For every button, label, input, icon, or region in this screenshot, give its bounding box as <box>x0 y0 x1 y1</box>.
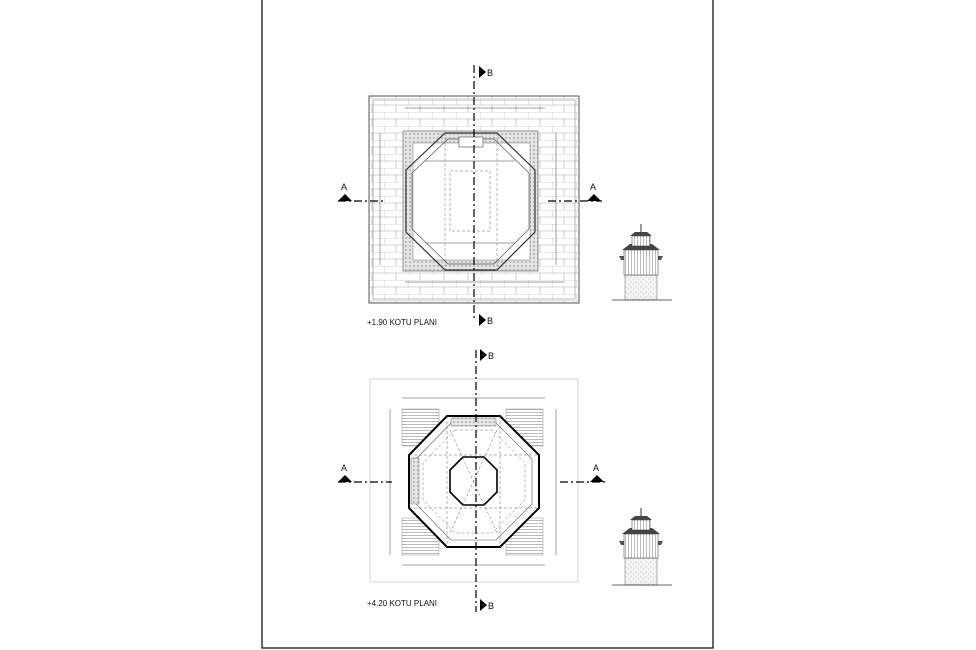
section-marker-a-right-2: A <box>590 463 604 482</box>
svg-text:B: B <box>488 351 494 361</box>
section-marker-a-left: A <box>338 182 352 201</box>
svg-text:A: A <box>590 182 596 192</box>
octagon-outer <box>408 415 540 548</box>
plan-title-2: +4.20 KOTU PLANI <box>367 599 437 608</box>
svg-text:B: B <box>487 316 493 326</box>
section-marker-b-top-2: B <box>480 349 494 361</box>
section-marker-a-left-2: A <box>338 463 352 482</box>
svg-text:A: A <box>593 463 599 473</box>
elevation-thumbnail-1 <box>612 224 672 301</box>
svg-text:B: B <box>487 68 493 78</box>
svg-text:B: B <box>488 601 494 611</box>
svg-text:A: A <box>341 182 347 192</box>
elevation-thumbnail-2 <box>612 508 672 586</box>
plan-title-1: +1.90 KOTU PLANI <box>367 318 437 327</box>
sheet-border <box>261 0 714 649</box>
section-marker-b-bottom-2: B <box>480 599 494 611</box>
svg-text:A: A <box>341 463 347 473</box>
section-marker-b-top: B <box>479 66 493 78</box>
section-marker-a-right: A <box>587 182 601 201</box>
plan-4-20 <box>369 378 579 583</box>
section-marker-b-bottom: B <box>479 314 493 326</box>
